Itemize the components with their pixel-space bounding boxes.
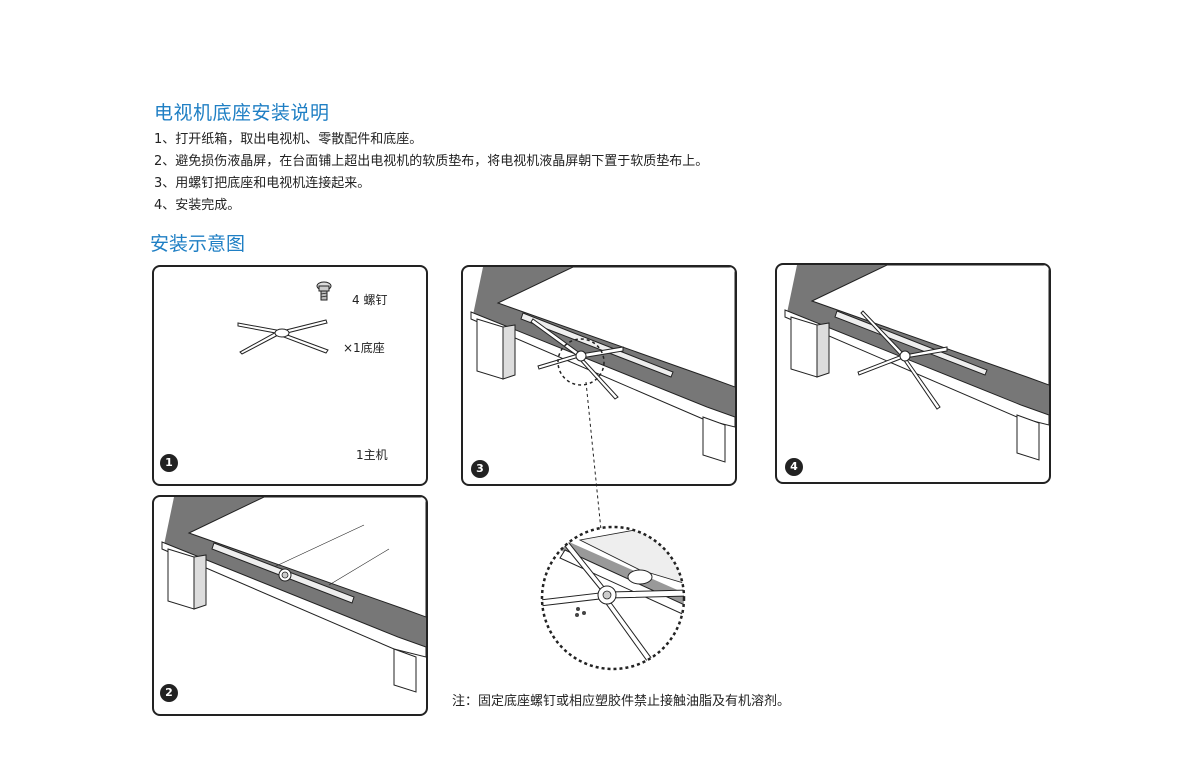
instruction-step: 3、用螺钉把底座和电视机连接起来。 <box>154 176 371 191</box>
instruction-step: 1、打开纸箱，取出电视机、零散配件和底座。 <box>154 132 423 147</box>
diagram-title: 安装示意图 <box>150 233 246 255</box>
step-badge: 3 <box>471 460 489 478</box>
step-4-panel: 4 <box>775 263 1051 484</box>
step-badge: 2 <box>160 684 178 702</box>
attach-stand-illustration <box>470 267 735 463</box>
stand-base-icon <box>237 319 329 355</box>
completed-installation-illustration <box>784 265 1049 461</box>
step-2-panel: 2 <box>152 495 428 716</box>
step-3-panel: 3 <box>461 265 737 486</box>
screw-icon <box>316 281 332 301</box>
base-label: ×1底座 <box>343 341 385 355</box>
caution-note: 注：固定底座螺钉或相应塑胶件禁止接触油脂及有机溶剂。 <box>452 694 791 709</box>
tv-on-table-illustration <box>161 497 426 693</box>
step-badge: 4 <box>785 458 803 476</box>
step-1-panel: 4 螺钉 ×1底座 1主机 1 <box>152 265 428 486</box>
screw-label: 4 螺钉 <box>352 293 388 307</box>
parts-illustration <box>237 281 332 355</box>
instruction-step: 2、避免损伤液晶屏，在台面铺上超出电视机的软质垫布，将电视机液晶屏朝下置于软质垫… <box>154 154 709 169</box>
tv-label: 1主机 <box>356 448 388 462</box>
page-title: 电视机底座安装说明 <box>154 102 330 124</box>
instruction-step: 4、安装完成。 <box>154 198 241 213</box>
instruction-list: 1、打开纸箱，取出电视机、零散配件和底座。 2、避免损伤液晶屏，在台面铺上超出电… <box>154 129 708 217</box>
step-badge: 1 <box>160 454 178 472</box>
